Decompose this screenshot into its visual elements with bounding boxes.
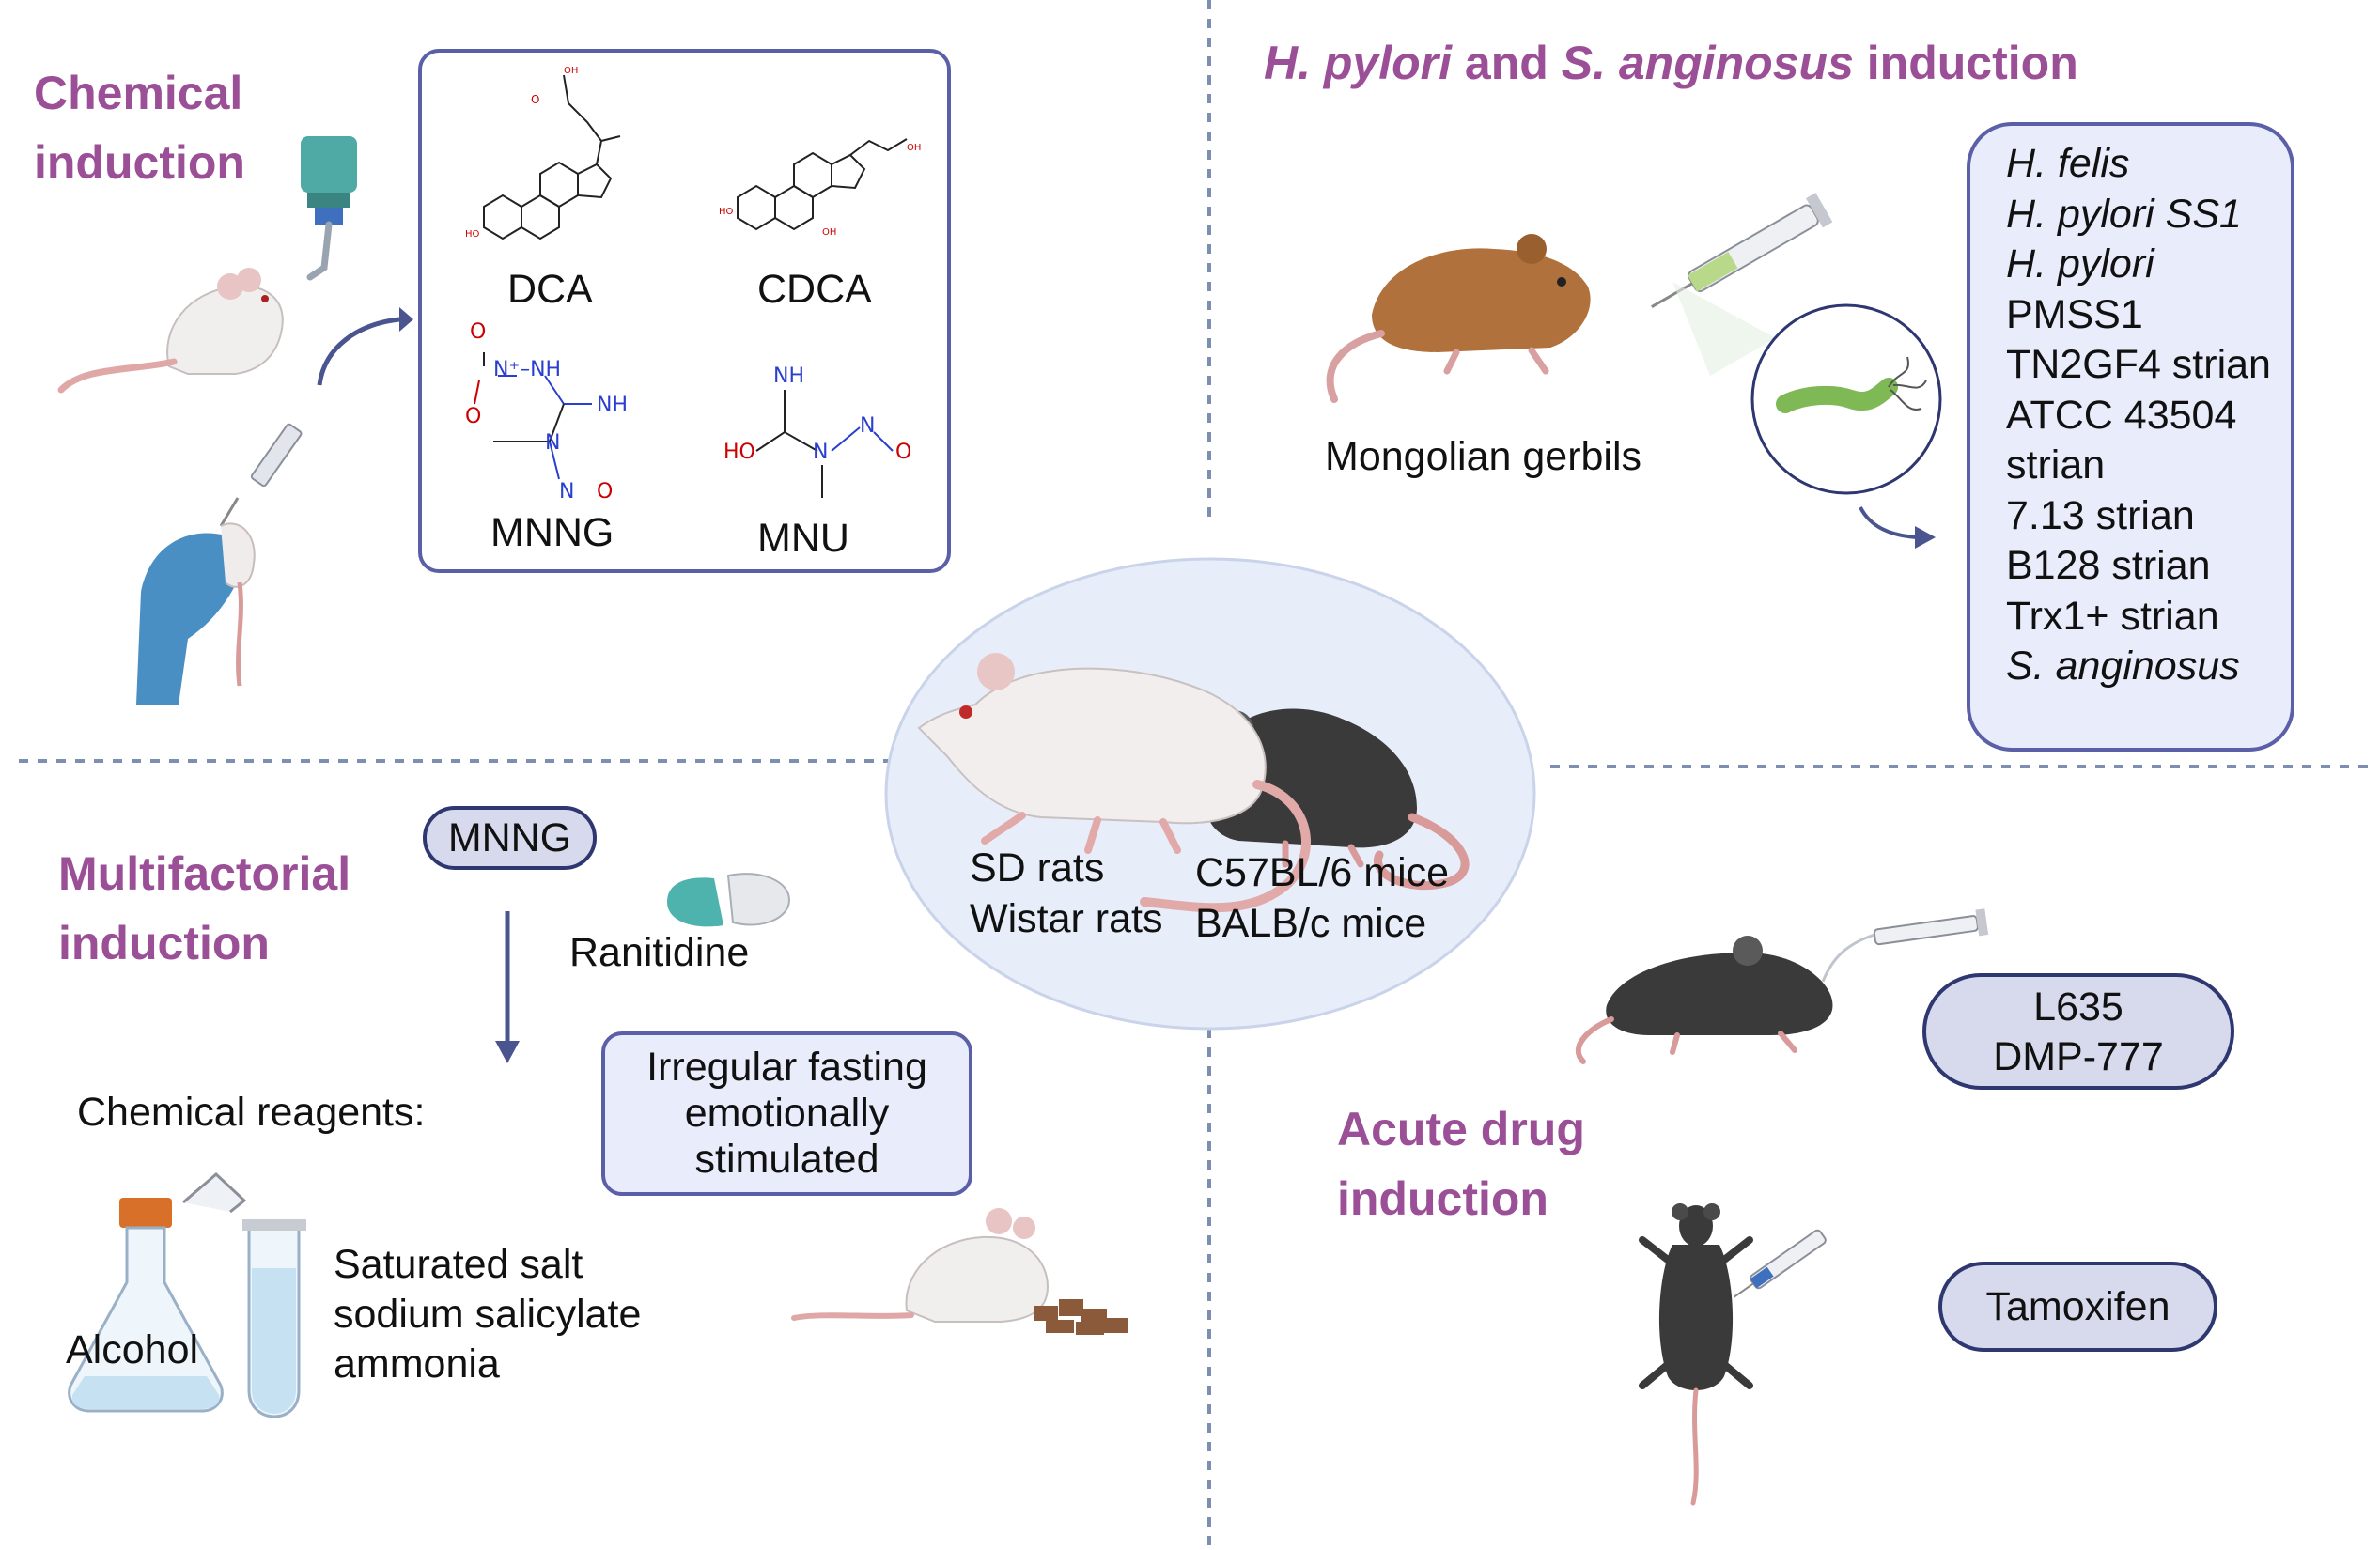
svg-text:O: O — [597, 480, 613, 504]
chemical-compounds-box — [418, 49, 951, 573]
acute-title-line1: Acute drug — [1337, 1103, 1585, 1155]
gerbil-with-syringe-icon — [1326, 193, 1833, 403]
factor-line-3: stimulated — [694, 1137, 879, 1182]
mnng-structure-icon: O N⁺–NH O NH N N O — [465, 320, 628, 504]
center-animals-panel — [884, 557, 1536, 1031]
svg-text:N: N — [860, 414, 875, 438]
gloved-hand-syringe-icon — [136, 423, 303, 705]
svg-text:N⁺–NH: N⁺–NH — [493, 358, 561, 381]
svg-text:HO: HO — [465, 229, 480, 240]
title-sanginosus: S. anginosus — [1561, 37, 1854, 89]
svg-text:O: O — [531, 93, 539, 106]
chemical-reagents-label: Chemical reagents: — [77, 1090, 426, 1135]
water-bottle-icon — [301, 136, 357, 281]
title-hpylori: H. pylori — [1264, 37, 1453, 89]
alcohol-label: Alcohol — [66, 1327, 199, 1372]
strain-item: H. pylori SS1 — [2006, 191, 2242, 237]
svg-text:O: O — [470, 320, 486, 344]
strain-item: H. pylori — [2006, 241, 2154, 287]
strain-item: B128 strian — [2006, 543, 2211, 588]
svg-text:N: N — [559, 480, 574, 504]
black-mouse-syringe-icon — [1575, 908, 1989, 1064]
svg-text:N: N — [813, 441, 828, 464]
drug-dmp777: DMP-777 — [1993, 1034, 2164, 1079]
tamoxifen-pill: Tamoxifen — [1938, 1262, 2217, 1352]
title-and: and — [1452, 37, 1562, 89]
ranitidine-label: Ranitidine — [569, 930, 750, 975]
svg-text:HO: HO — [719, 207, 734, 217]
down-arrow-icon — [495, 911, 520, 1063]
strain-item: S. anginosus — [2006, 643, 2240, 689]
svg-text:OH: OH — [564, 66, 578, 76]
compound-cdca-label: CDCA — [757, 267, 872, 312]
dca-structure-icon: HO O OH — [465, 66, 621, 240]
reagent-item: Saturated salt — [334, 1242, 583, 1287]
title-induction: induction — [1853, 37, 2078, 89]
strain-item: PMSS1 — [2006, 291, 2143, 337]
curved-arrow-icon — [317, 307, 413, 386]
hpylori-induction-title: H. pylori and S. anginosus induction — [1264, 36, 2078, 90]
factor-line-2: emotionally — [684, 1091, 890, 1136]
cdca-structure-icon: HO OH OH — [719, 138, 921, 238]
compound-mnu-label: MNU — [757, 516, 849, 561]
mnng-pill: MNNG — [423, 806, 597, 870]
chemical-title-line1: Chemical — [34, 67, 243, 119]
flask-icon — [68, 1198, 224, 1413]
svg-text:N: N — [545, 431, 560, 455]
mouse-eating-icon — [791, 1208, 1128, 1335]
svg-text:O: O — [895, 441, 911, 464]
rat-strain-1: SD rats — [970, 845, 1105, 891]
compound-mnng-label: MNNG — [490, 510, 614, 555]
test-tube-icon — [182, 1171, 306, 1418]
rat-strain-2: Wistar rats — [970, 896, 1163, 941]
reagents-list: Saturated salt sodium salicylate ammonia — [334, 1240, 641, 1389]
multifactorial-title-line1: Multifactorial — [58, 847, 351, 900]
mouse-topview-injection-icon — [1639, 1203, 1827, 1506]
acute-title-line2: induction — [1337, 1172, 1548, 1225]
svg-text:O: O — [465, 405, 481, 428]
reagent-item: sodium salicylate — [334, 1292, 642, 1337]
strain-item: H. felis — [2006, 141, 2130, 186]
capsule-icon — [667, 873, 791, 927]
bacterium-icon — [1672, 282, 1942, 549]
mouse-strain-1: C57BL/6 mice — [1195, 850, 1450, 895]
mnu-structure-icon: NH HO N N O — [723, 364, 911, 498]
strain-item: 7.13 strian — [2006, 492, 2195, 538]
white-rat-icon — [917, 653, 1311, 913]
reagent-item: ammonia — [334, 1341, 500, 1387]
svg-text:NH: NH — [597, 394, 628, 417]
multifactorial-title-line2: induction — [58, 917, 270, 969]
multifactorial-induction-title: Multifactorial induction — [58, 839, 350, 978]
compound-dca-label: DCA — [507, 267, 593, 312]
strain-list-box: H. felis H. pylori SS1 H. pylori PMSS1 T… — [1967, 122, 2294, 752]
strain-item: ATCC 43504 — [2006, 392, 2237, 438]
chemical-title-line2: induction — [34, 136, 245, 189]
irregular-factors-box: Irregular fasting emotionally stimulated — [601, 1031, 972, 1196]
svg-text:HO: HO — [723, 441, 755, 464]
acute-induction-title: Acute drug induction — [1337, 1094, 1585, 1233]
mouse-strain-2: BALB/c mice — [1195, 901, 1427, 946]
svg-text:OH: OH — [907, 143, 921, 153]
svg-text:NH: NH — [773, 364, 804, 388]
acute-drugs-pill: L635 DMP-777 — [1922, 973, 2234, 1090]
factor-line-1: Irregular fasting — [646, 1045, 927, 1090]
host-gerbils-label: Mongolian gerbils — [1325, 434, 1642, 479]
svg-text:OH: OH — [822, 227, 836, 238]
strain-item: strian — [2006, 442, 2106, 488]
chemical-induction-title: Chemical induction — [34, 58, 245, 197]
drug-l635: L635 — [2033, 984, 2123, 1030]
white-mouse-icon — [57, 268, 284, 394]
strain-item: TN2GF4 strian — [2006, 342, 2271, 387]
strain-item: Trx1+ strian — [2006, 593, 2219, 639]
